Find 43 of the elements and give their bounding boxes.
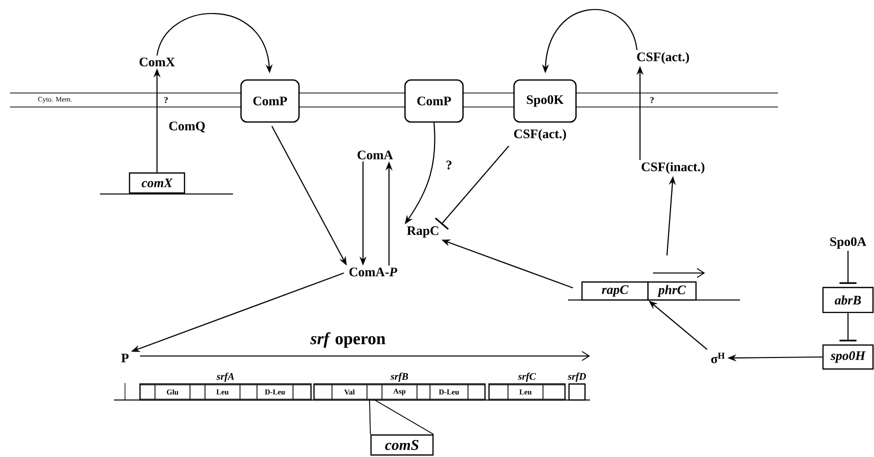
inhibition-line xyxy=(840,313,856,342)
protein-label: ComA-P xyxy=(349,268,398,276)
node-label: srfB xyxy=(390,372,408,382)
receptor-box: ComP xyxy=(240,79,300,123)
receptor-box: ComP xyxy=(404,79,464,123)
domain-box xyxy=(366,384,382,400)
question-mark: ? xyxy=(650,96,654,104)
domain-box xyxy=(190,384,206,400)
question-mark: ? xyxy=(164,96,168,104)
domain-box xyxy=(240,384,258,400)
edge-label: ComQ xyxy=(168,120,206,134)
node-label: srfD xyxy=(568,372,586,382)
leader-line xyxy=(373,398,434,435)
gene-box: rapC xyxy=(581,281,649,301)
protein-label: ComA xyxy=(358,150,393,160)
gene-box: spo0H xyxy=(822,344,874,370)
gene-box: phrC xyxy=(647,281,697,301)
gene-box: comS xyxy=(370,434,434,456)
operon-label: srf operon xyxy=(310,332,386,348)
inhibition-line xyxy=(840,250,856,284)
node-label: srfA xyxy=(216,372,234,382)
receptor-box: Spo0K xyxy=(513,79,577,123)
edge-label: ? xyxy=(444,160,454,170)
domain-box xyxy=(468,384,486,400)
protein-label: RapC xyxy=(406,226,438,238)
protein-label: CSF(inact.) xyxy=(642,162,704,174)
gene-box: srfD xyxy=(568,372,586,401)
protein-label: P xyxy=(121,354,129,362)
domain-box xyxy=(416,384,430,400)
protein-label: ComX xyxy=(140,58,175,66)
node-label: srfC xyxy=(518,372,536,382)
leader-line xyxy=(369,398,371,435)
protein-label: CSF(act.) xyxy=(637,52,689,64)
domain-box xyxy=(140,384,156,400)
gene-box: abrB xyxy=(822,286,874,314)
gene-box: comX xyxy=(128,172,186,194)
protein-label: Spo0A xyxy=(830,237,866,249)
domain-box xyxy=(314,384,332,400)
domain-box xyxy=(542,384,566,400)
protein-label: σ$^{H}$ xyxy=(711,352,725,364)
domain-box xyxy=(488,384,508,400)
domain-box xyxy=(292,384,312,400)
protein-label: CSF(act.) xyxy=(514,129,566,141)
